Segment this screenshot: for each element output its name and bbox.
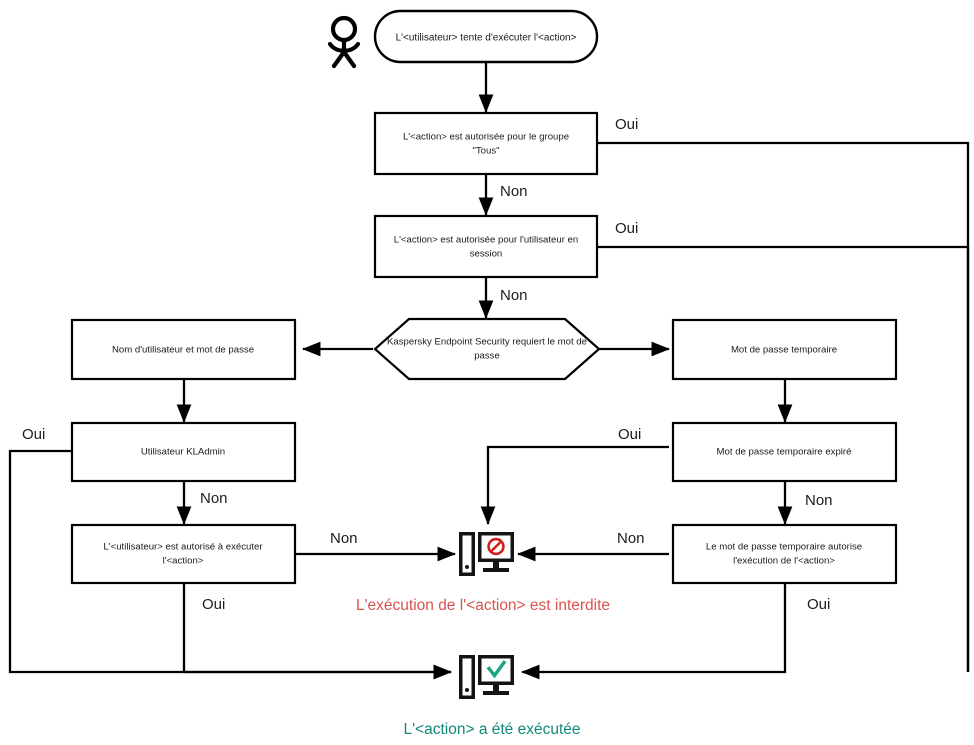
edge-temp-authorizes-yes [521,584,787,680]
node-user-authorized-label-line2: l'<action> [163,556,204,567]
node-session-user-label-line2: session [470,249,503,260]
edge-label-temp-authorizes-yes: Oui [807,596,830,613]
node-temporary-password-expired-label: Mot de passe temporaire expiré [717,447,852,458]
computer-denied-icon [459,532,514,576]
user-actor-icon [327,15,361,69]
node-kladmin-user-label: Utilisateur KLAdmin [141,447,225,458]
edge-label-group-allowed-no: Non [500,183,528,200]
node-password-required: Kaspersky Endpoint Security requiert le … [373,317,601,381]
computer-allowed-icon [459,655,514,699]
edge-session-user-yes [597,245,970,672]
caption-execution-allowed: L'<action> a été exécutée [403,721,580,738]
edge-group-allowed-yes [597,141,970,672]
node-start-label: L'<utilisateur> tente d'exécuter l'<acti… [396,33,577,44]
node-temporary-password-label: Mot de passe temporaire [731,345,837,356]
node-password-required-label-line1: Kaspersky Endpoint Security requiert le … [387,337,587,348]
node-kladmin-user: Utilisateur KLAdmin [70,421,297,483]
node-start: L'<utilisateur> tente d'exécuter l'<acti… [373,9,599,64]
edge-label-kladmin-no: Non [200,490,228,507]
node-group-allowed-label-line2: "Tous" [472,146,499,157]
edge-label-group-allowed-yes: Oui [615,116,638,133]
node-username-password: Nom d'utilisateur et mot de passe [70,318,297,381]
node-temp-password-authorizes: Le mot de passe temporaire autorise l'ex… [671,523,898,585]
edge-user-authorized-yes [182,584,452,680]
edge-label-kladmin-yes: Oui [22,426,45,443]
edge-temp-expired-yes [480,445,669,525]
node-group-allowed: L'<action> est autorisée pour le groupe … [373,111,599,176]
edge-label-user-authorized-no: Non [330,530,358,547]
node-temp-password-authorizes-label-line2: l'exécution de l'<action> [733,556,835,567]
node-session-user-allowed: L'<action> est autorisée pour l'utilisat… [373,214,599,279]
edge-label-temp-expired-yes: Oui [618,426,641,443]
edge-label-temp-authorizes-no: Non [617,530,645,547]
node-temporary-password-expired: Mot de passe temporaire expiré [671,421,898,483]
node-user-authorized: L'<utilisateur> est autorisé à exécuter … [70,523,297,585]
edge-label-session-user-no: Non [500,287,528,304]
edge-label-temp-expired-no: Non [805,492,833,509]
node-temporary-password: Mot de passe temporaire [671,318,898,381]
node-session-user-label-line1: L'<action> est autorisée pour l'utilisat… [394,235,578,246]
node-user-authorized-label-line1: L'<utilisateur> est autorisé à exécuter [103,542,263,553]
caption-execution-denied: L'exécution de l'<action> est interdite [356,597,610,614]
node-password-required-label-line2: passe [474,351,500,362]
edge-label-session-user-yes: Oui [615,220,638,237]
node-group-allowed-label-line1: L'<action> est autorisée pour le groupe [403,132,569,143]
node-username-password-label: Nom d'utilisateur et mot de passe [112,345,254,356]
edge-label-user-authorized-yes: Oui [202,596,225,613]
node-temp-password-authorizes-label-line1: Le mot de passe temporaire autorise [706,542,862,553]
